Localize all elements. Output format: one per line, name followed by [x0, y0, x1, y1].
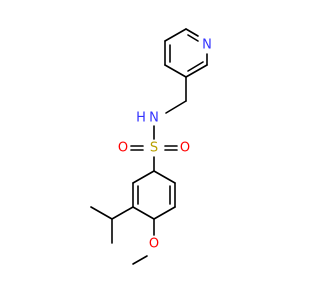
sulfur-label: S — [150, 141, 158, 156]
molecule-structure-diagram: N N H S O O O — [90, 28, 212, 265]
sulfonyl-oxygen-right-label: O — [180, 141, 190, 156]
pyridine-ring — [164, 28, 208, 78]
bond — [132, 255, 148, 265]
bond — [185, 64, 208, 78]
benzene-ring — [132, 170, 176, 220]
bond — [187, 61, 204, 72]
amide-hydrogen-label: H — [136, 111, 146, 126]
bond — [164, 28, 187, 42]
bond — [90, 206, 113, 220]
bond — [165, 100, 187, 114]
bond — [185, 28, 199, 37]
bond — [153, 206, 176, 220]
pyridine-nitrogen-label: N — [202, 38, 212, 53]
bond — [132, 170, 155, 184]
bond — [164, 64, 187, 78]
bond — [132, 206, 155, 220]
amide-nitrogen-label: N — [149, 111, 159, 126]
sulfonyl-oxygen-left-label: O — [118, 141, 128, 156]
bond — [153, 170, 176, 184]
bond — [111, 206, 134, 220]
methoxy-oxygen-label: O — [149, 237, 159, 252]
bond — [187, 34, 199, 42]
